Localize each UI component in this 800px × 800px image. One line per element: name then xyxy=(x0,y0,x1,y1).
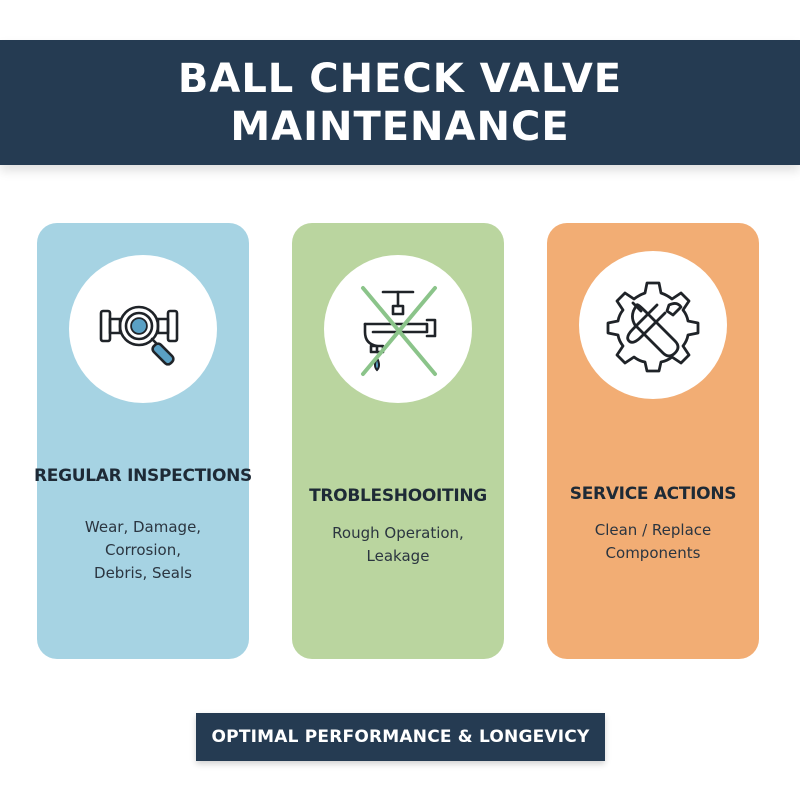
description-line: Debris, Seals xyxy=(94,564,192,582)
card-troubleshooting: TROBLESHOOITING Rough Operation, Leakage xyxy=(292,223,504,659)
card-title: TROBLESHOOITING xyxy=(309,486,487,506)
card-regular-inspections: REGULAR INSPECTIONS Wear, Damage, Corros… xyxy=(34,223,252,659)
card-description: Rough Operation, Leakage xyxy=(292,522,504,568)
magnifier-valve-icon xyxy=(99,305,179,366)
description-line: Rough Operation, xyxy=(332,524,464,542)
gear-wrench-icon xyxy=(606,281,700,373)
card-title: REGULAR INSPECTIONS xyxy=(34,466,252,486)
icon-circle xyxy=(579,251,727,399)
footer-label: OPTIMAL PERFORMANCE & LONGEVICY xyxy=(211,727,590,747)
page-title-line-1: BALL CHECK VALVE xyxy=(177,55,623,102)
page-title-line-2: MAINTENANCE xyxy=(230,103,570,150)
card-title: SERVICE ACTIONS xyxy=(569,484,737,504)
description-line: Corrosion, xyxy=(104,541,181,559)
card-description: Wear, Damage, Corrosion, Debris, Seals xyxy=(37,516,249,585)
crossed-faucet-icon xyxy=(361,286,437,376)
description-line: Wear, Damage, xyxy=(84,518,202,536)
footer-banner: OPTIMAL PERFORMANCE & LONGEVICY xyxy=(196,713,605,761)
description-line: Components xyxy=(605,544,701,562)
description-line: Clean / Replace xyxy=(594,521,712,539)
description-line: Leakage xyxy=(366,547,430,565)
icon-circle xyxy=(69,255,217,403)
icon-circle xyxy=(324,255,472,403)
card-service-actions: SERVICE ACTIONS Clean / Replace Componen… xyxy=(547,223,759,659)
card-description: Clean / Replace Components xyxy=(547,519,759,565)
title-banner: BALL CHECK VALVE MAINTENANCE xyxy=(0,40,800,165)
